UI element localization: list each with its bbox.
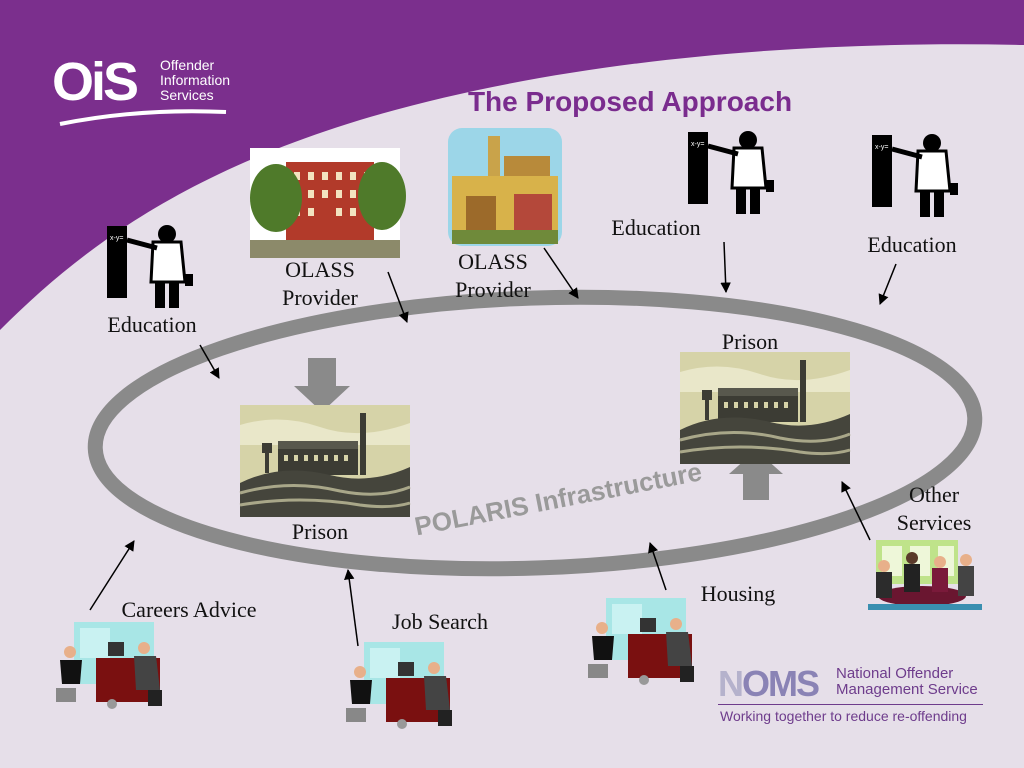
noms-name-line-1: National Offender [836, 665, 954, 682]
education-right-arrow [878, 263, 897, 305]
education-mid-icon [688, 131, 774, 214]
noms-name-line-2: Management Service [836, 681, 978, 698]
careers-advice-label: Careers Advice [121, 597, 257, 622]
school-building-icon [250, 148, 406, 258]
education-right-icon [872, 134, 958, 217]
olass-right-label: OLASS Provider [440, 248, 546, 304]
ois-logo: OiS Offender Information Services [52, 52, 252, 132]
job-search-arrow [344, 568, 359, 647]
castle-village-icon [448, 128, 562, 246]
education-left-icon [107, 225, 193, 308]
ois-line-3: Services [160, 87, 214, 103]
ois-text: Offender Information Services [160, 58, 230, 103]
prison-right-icon [678, 350, 852, 466]
education-right-label: Education [867, 232, 957, 257]
team-meeting-icon [868, 540, 982, 610]
noms-divider [718, 704, 983, 705]
ring-to-prison-left-arrow [294, 358, 350, 412]
ois-line-2: Information [160, 72, 231, 88]
olass-right-arrow [543, 247, 579, 299]
job-search-icon [346, 642, 452, 729]
olass-left-arrow [387, 271, 409, 323]
polaris-ring [87, 289, 983, 577]
olass-left-label: OLASS Provider [268, 256, 372, 312]
slide-title: The Proposed Approach [467, 86, 793, 117]
education-mid-arrow [720, 241, 731, 294]
noms-name: National Offender Management Service [836, 666, 978, 698]
prison-right-label: Prison [721, 329, 779, 354]
housing-icon [588, 598, 694, 685]
housing-arrow [648, 542, 667, 591]
ois-line-1: Offender [160, 57, 215, 73]
other-services-line-1: Other [908, 482, 960, 507]
noms-mark-n: N [718, 663, 744, 704]
noms-tagline: Working together to reduce re-offending [720, 708, 967, 724]
olass-right-line-1: OLASS [458, 249, 528, 274]
careers-advice-arrow [89, 540, 135, 611]
job-search-label: Job Search [392, 609, 488, 634]
housing-label: Housing [700, 581, 776, 606]
education-left-arrow [199, 344, 220, 379]
education-mid-label: Education [611, 215, 701, 240]
olass-right-line-2: Provider [455, 277, 531, 302]
prison-left-icon [238, 403, 412, 519]
prison-left-label: Prison [291, 519, 349, 544]
ois-swoosh [59, 109, 227, 126]
other-services-line-2: Services [896, 510, 972, 535]
ois-mark: OiS [52, 52, 139, 112]
noms-mark-oms: OMS [742, 663, 820, 704]
olass-left-line-2: Provider [282, 285, 358, 310]
careers-advice-icon [56, 622, 162, 709]
noms-mark: NOMS [718, 663, 820, 704]
other-services-label: Other Services [880, 481, 988, 537]
olass-left-line-1: OLASS [285, 257, 355, 282]
noms-logo: NOMS National Offender Management Servic… [718, 664, 1008, 734]
education-left-label: Education [107, 312, 197, 337]
header-band [0, 0, 1024, 330]
other-services-arrow [841, 481, 871, 541]
